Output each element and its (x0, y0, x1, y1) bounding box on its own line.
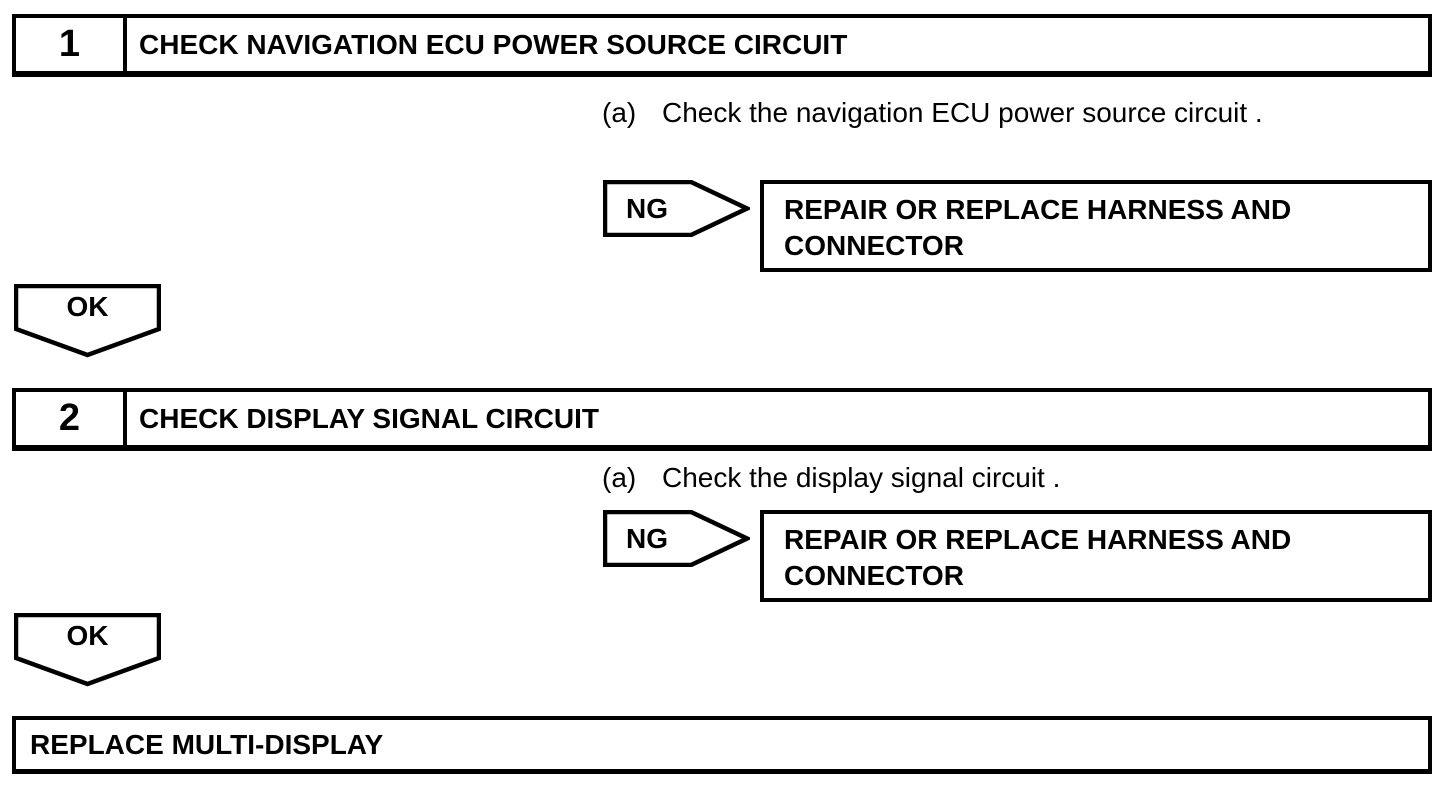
step-2-header: 2 CHECK DISPLAY SIGNAL CIRCUIT (12, 388, 1432, 451)
ok-arrow-down-icon (14, 284, 161, 358)
step-2-ng-label: NG (626, 522, 668, 554)
ng-action-line-1: REPAIR OR REPLACE HARNESS AND (784, 194, 1292, 225)
step-1-ok-connector: OK (14, 284, 161, 358)
step-1-header: 1 CHECK NAVIGATION ECU POWER SOURCE CIRC… (12, 14, 1432, 77)
step-2-ok-label: OK (66, 620, 109, 651)
step-2-number: 2 (16, 392, 127, 445)
step-1-instruction: (a) Check the navigation ECU power sourc… (602, 96, 1263, 130)
step-2-instruction-text: Check the display signal circuit . (662, 462, 1061, 493)
ng-action-line-1: REPAIR OR REPLACE HARNESS AND (784, 524, 1292, 555)
step-1-instruction-label: (a) (602, 97, 637, 128)
ng-arrow-icon (603, 180, 750, 237)
step-2-ok-connector: OK (14, 613, 161, 687)
step-1-title: CHECK NAVIGATION ECU POWER SOURCE CIRCUI… (139, 28, 848, 60)
step-1-ng-connector: NG (603, 180, 750, 237)
final-action-label: REPLACE MULTI-DISPLAY (30, 728, 384, 760)
ng-action-line-2: CONNECTOR (784, 230, 964, 261)
step-1-ok-label: OK (66, 291, 109, 322)
ok-arrow-down-icon (14, 613, 161, 687)
step-2-title: CHECK DISPLAY SIGNAL CIRCUIT (139, 402, 599, 434)
step-2-instruction-label: (a) (602, 462, 637, 493)
ng-action-line-2: CONNECTOR (784, 560, 964, 591)
step-2-instruction: (a) Check the display signal circuit . (602, 461, 1060, 495)
final-action-box: REPLACE MULTI-DISPLAY (12, 716, 1432, 774)
step-1-instruction-text: Check the navigation ECU power source ci… (662, 97, 1263, 128)
step-2-ng-connector: NG (603, 510, 750, 567)
step-1-ng-action-box: REPAIR OR REPLACE HARNESS AND CONNECTOR (760, 180, 1432, 272)
step-1-ng-label: NG (626, 192, 668, 224)
ng-arrow-icon (603, 510, 750, 567)
step-1-number: 1 (16, 18, 127, 71)
step-2-ng-action-box: REPAIR OR REPLACE HARNESS AND CONNECTOR (760, 510, 1432, 602)
